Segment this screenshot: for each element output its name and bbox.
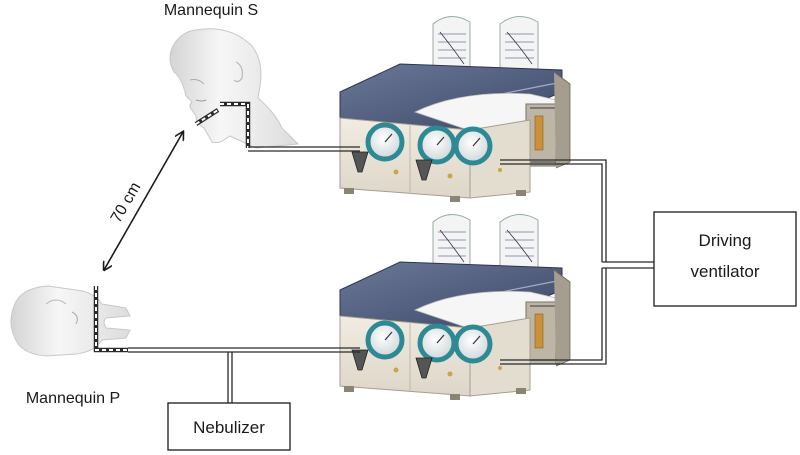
driving-ventilator-label-line2: ventilator [691,262,760,281]
mannequin-head-icon [169,28,299,149]
driving-ventilator-label-line1: Driving [699,231,752,250]
distance-label: 70 cm [108,180,145,226]
tubing [128,146,654,403]
distance-arrow [104,132,183,270]
mannequin-p-label: Mannequin P [26,390,120,407]
mannequin-head-supine-icon [10,285,131,357]
lung-simulator-bottom [340,214,570,400]
mannequin-s-label: Mannequin S [164,2,258,19]
nebulizer-label: Nebulizer [193,418,265,437]
driving-ventilator-box: Driving ventilator [653,211,797,307]
nebulizer-box: Nebulizer [167,402,291,451]
lung-simulator-top [340,16,570,202]
